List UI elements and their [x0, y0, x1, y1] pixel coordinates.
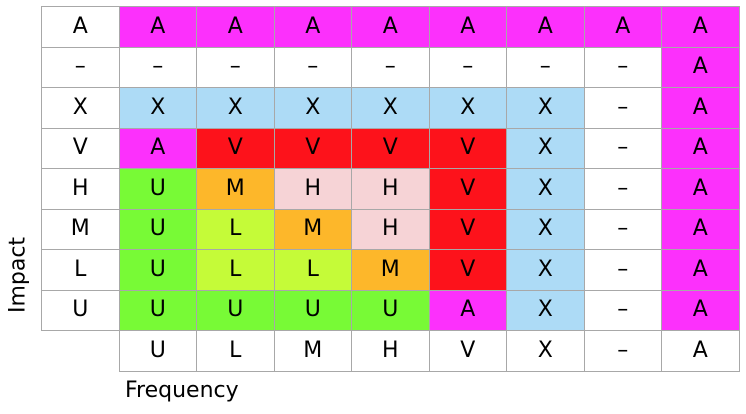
matrix-cell: –	[583, 46, 662, 88]
matrix-cell: A	[118, 6, 197, 48]
matrix-cell: H	[351, 168, 430, 210]
matrix-cell: L	[273, 249, 352, 291]
matrix-cell: A	[273, 6, 352, 48]
column-header: V	[428, 330, 507, 372]
matrix-cell: U	[351, 289, 430, 331]
matrix-cell: A	[428, 289, 507, 331]
matrix-cell: H	[273, 168, 352, 210]
matrix-cell: V	[428, 249, 507, 291]
matrix-cell: –	[583, 87, 662, 129]
matrix-cell: U	[118, 289, 197, 331]
corner-cell	[42, 331, 120, 372]
column-header: A	[661, 330, 740, 372]
matrix-cell: –	[196, 46, 275, 88]
matrix-cell: X	[351, 87, 430, 129]
matrix-cell: M	[196, 168, 275, 210]
matrix-cell: –	[583, 127, 662, 169]
matrix-cell: A	[428, 6, 507, 48]
y-axis-label: Impact	[5, 236, 31, 314]
matrix-cell: –	[583, 208, 662, 250]
matrix-cell: A	[661, 208, 740, 250]
matrix-cell: X	[428, 87, 507, 129]
column-header: L	[196, 330, 275, 372]
matrix-cell: –	[351, 46, 430, 88]
row-header: U	[41, 289, 120, 331]
matrix-cell: U	[118, 168, 197, 210]
matrix-cell: A	[196, 6, 275, 48]
column-header: X	[506, 330, 585, 372]
matrix-cell: A	[351, 6, 430, 48]
matrix-cell: X	[506, 87, 585, 129]
matrix-cell: A	[661, 87, 740, 129]
matrix-cell: V	[428, 168, 507, 210]
row-header: M	[41, 208, 120, 250]
row-header: V	[41, 127, 120, 169]
matrix-cell: M	[351, 249, 430, 291]
matrix-cell: L	[196, 208, 275, 250]
matrix-cell: –	[583, 249, 662, 291]
matrix-cell: –	[118, 46, 197, 88]
matrix-cell: A	[583, 6, 662, 48]
matrix-cell: –	[273, 46, 352, 88]
column-header: H	[351, 330, 430, 372]
matrix-cell: V	[196, 127, 275, 169]
matrix-cell: M	[273, 208, 352, 250]
matrix-cell: A	[661, 6, 740, 48]
matrix-cell: V	[351, 127, 430, 169]
matrix-cell: A	[661, 46, 740, 88]
matrix-cell: V	[428, 208, 507, 250]
column-header: U	[118, 330, 197, 372]
matrix-cell: U	[196, 289, 275, 331]
row-header: H	[41, 168, 120, 210]
matrix-cell: –	[428, 46, 507, 88]
row-header: L	[41, 249, 120, 291]
matrix-cell: U	[118, 208, 197, 250]
matrix-cell: X	[506, 249, 585, 291]
matrix-cell: –	[506, 46, 585, 88]
matrix-cell: X	[506, 127, 585, 169]
matrix-cell: X	[273, 87, 352, 129]
matrix-cell: A	[661, 249, 740, 291]
matrix-cell: X	[506, 208, 585, 250]
matrix-cell: X	[196, 87, 275, 129]
row-header: A	[41, 6, 120, 48]
matrix-cell: U	[118, 249, 197, 291]
row-header: X	[41, 87, 120, 129]
matrix-cell: V	[273, 127, 352, 169]
matrix-cell: X	[506, 289, 585, 331]
matrix-cell: A	[506, 6, 585, 48]
matrix-cell: U	[273, 289, 352, 331]
matrix-cell: H	[351, 208, 430, 250]
column-header: –	[583, 330, 662, 372]
matrix-cell: A	[118, 127, 197, 169]
matrix-cell: A	[661, 168, 740, 210]
matrix-cell: –	[583, 168, 662, 210]
matrix-cell: V	[428, 127, 507, 169]
x-axis-label: Frequency	[125, 378, 239, 403]
matrix-row: ––––––––A	[41, 46, 740, 88]
matrix-cell: –	[583, 289, 662, 331]
matrix-cell: X	[506, 168, 585, 210]
matrix-cell: A	[661, 127, 740, 169]
matrix-cell: A	[661, 289, 740, 331]
matrix-cell: L	[196, 249, 275, 291]
matrix-cell: X	[118, 87, 197, 129]
column-header: M	[273, 330, 352, 372]
row-header: –	[41, 46, 120, 88]
